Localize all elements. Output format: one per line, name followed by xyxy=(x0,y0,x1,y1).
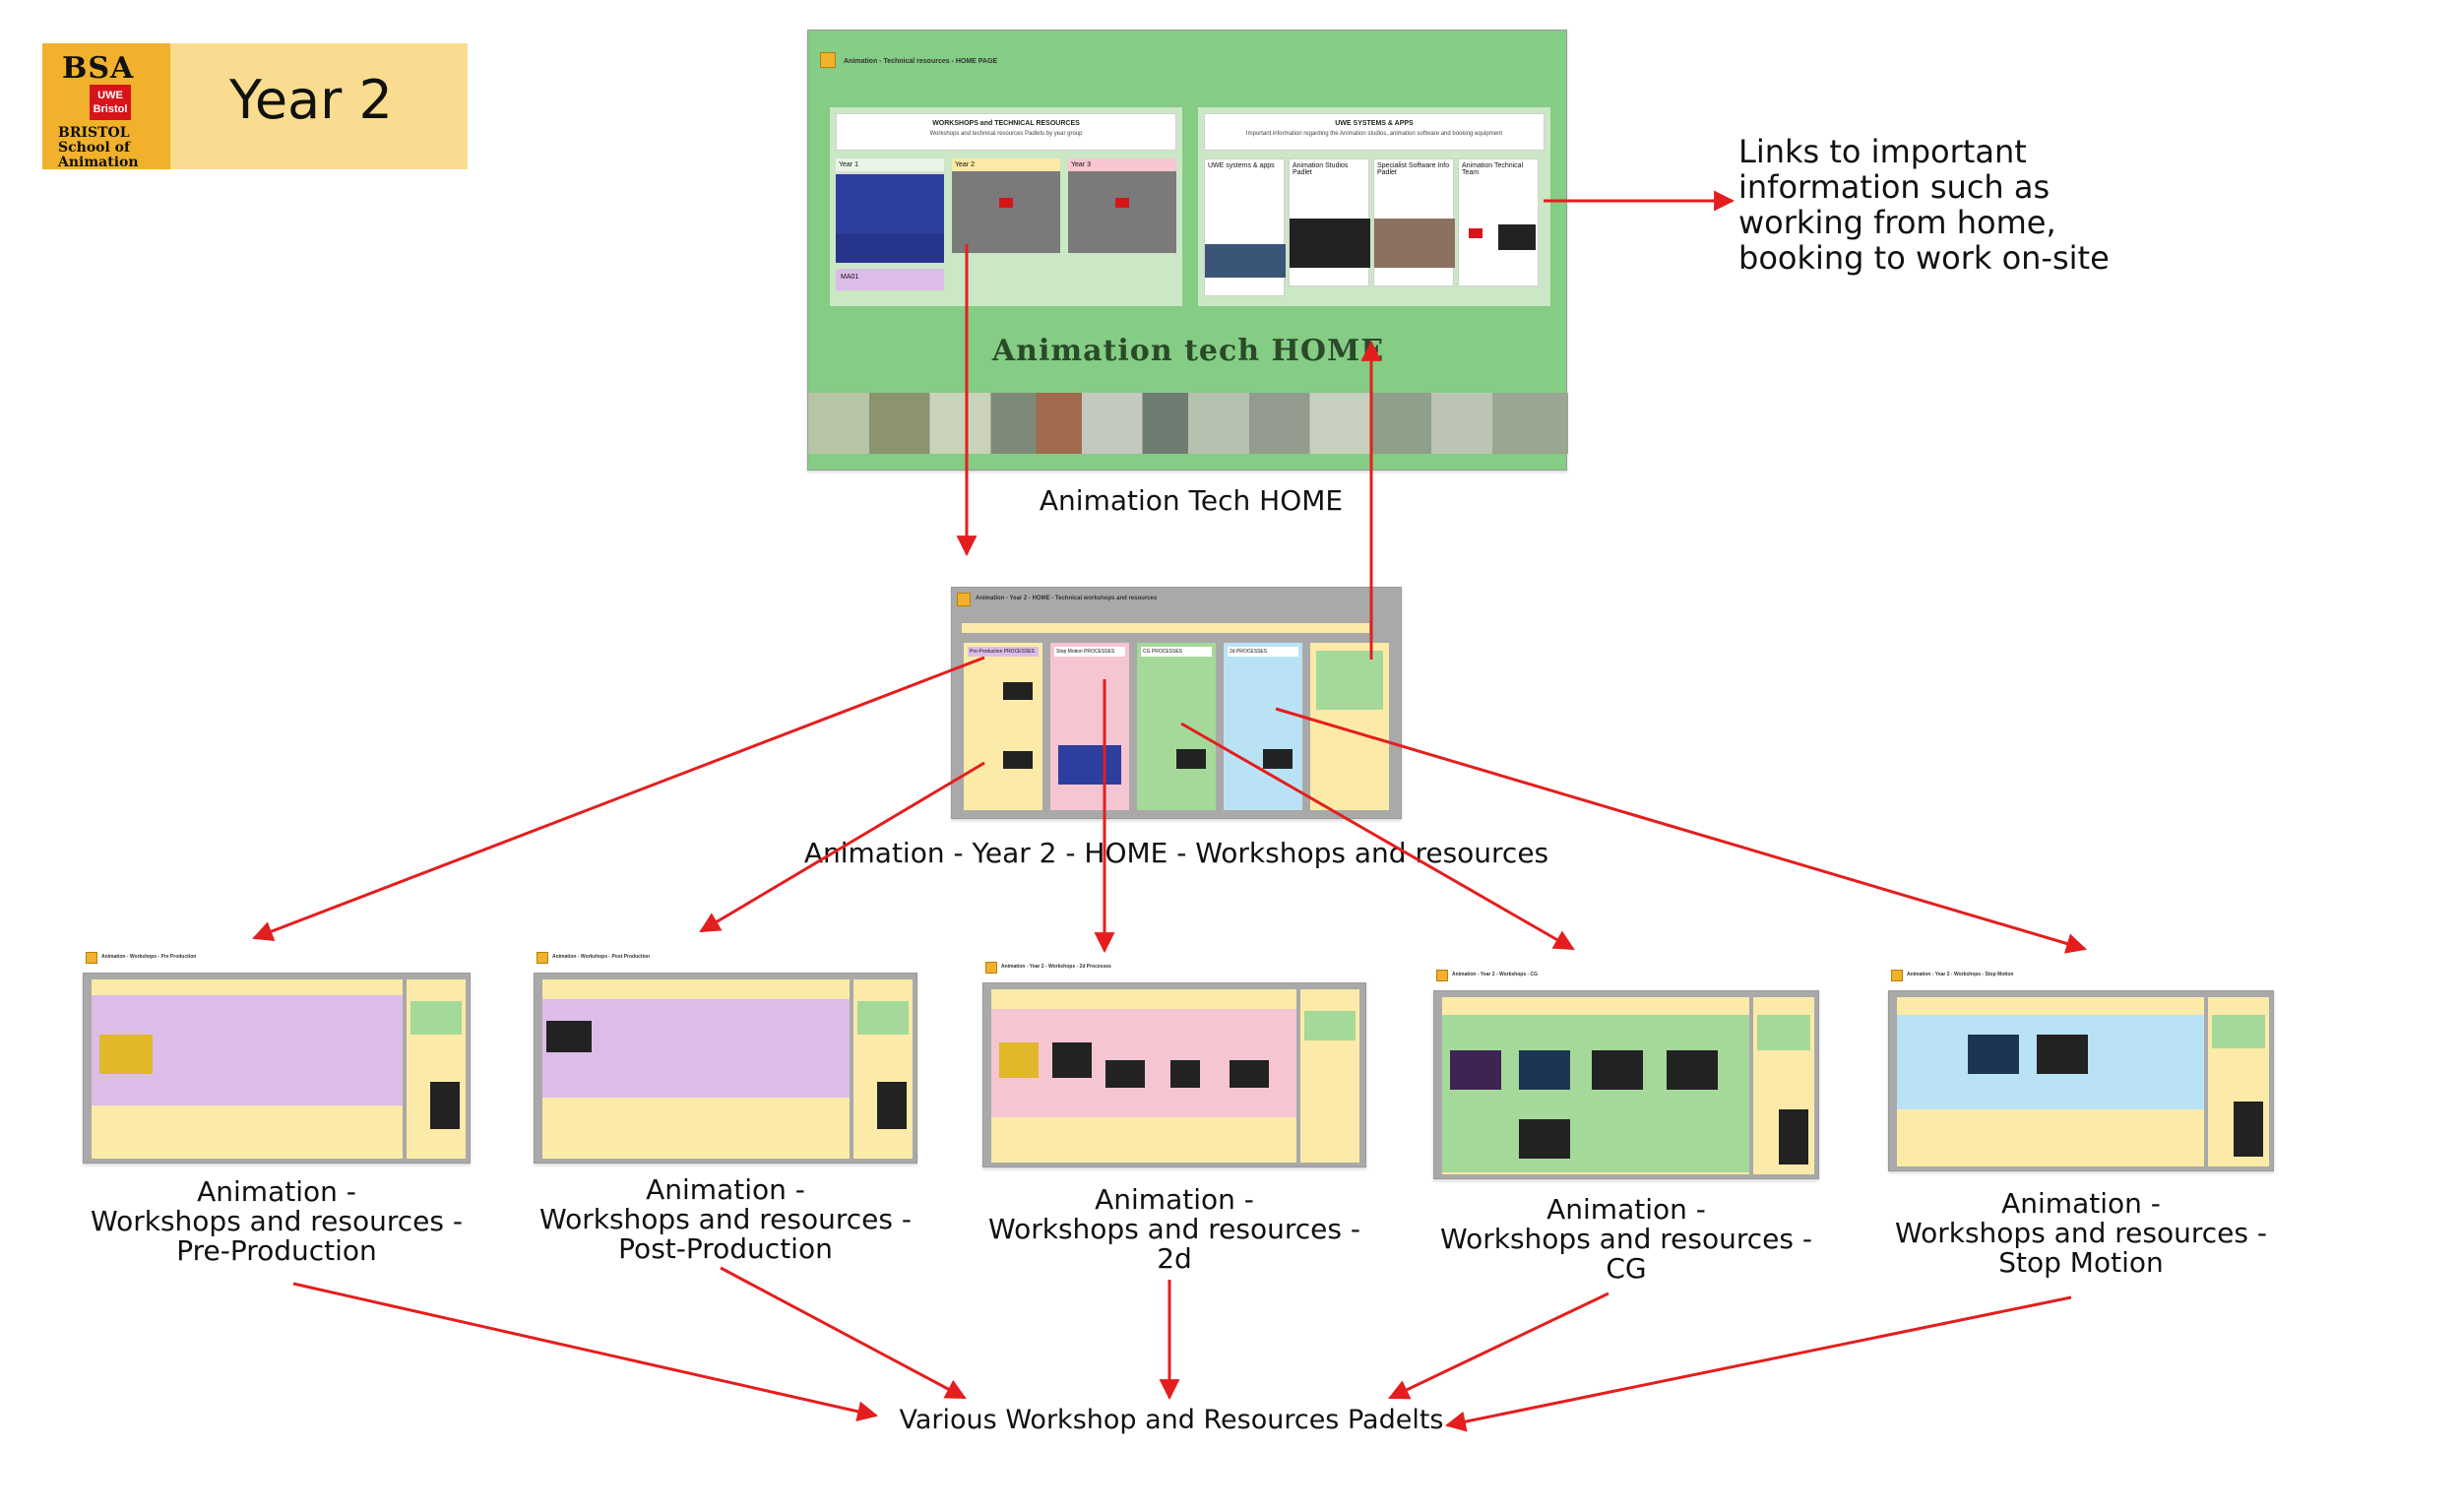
workshop-cg-caption: Animation - Workshops and resources - CG xyxy=(1433,1195,1819,1284)
year2-column-2d: 2d PROCESSES xyxy=(1224,643,1302,810)
home-page-title: Animation - Technical resources - HOME P… xyxy=(844,58,998,65)
home-year3-card[interactable]: Year 3 xyxy=(1068,158,1176,253)
workshop-stop-title: Animation - Year 2 - Workshops - Stop Mo… xyxy=(1907,972,2014,977)
workshop-2d-caption: Animation - Workshops and resources - 2d xyxy=(982,1185,1366,1274)
workshop-post-caption-line-1: Animation - xyxy=(646,1173,805,1206)
workshop-cg-caption-line-3: CG xyxy=(1606,1252,1647,1285)
year2-column-pre-label: Pre-Production PROCESSES xyxy=(968,647,1039,657)
workshop-2d-title: Animation - Year 2 - Workshops - 2d Proc… xyxy=(1001,964,1111,970)
home-year2-card[interactable]: Year 2 xyxy=(952,158,1060,253)
workshop-stop-caption-line-1: Animation - xyxy=(2001,1187,2161,1220)
home-year3-label: Year 3 xyxy=(1068,158,1176,171)
year2-column-pre: Pre-Production PROCESSES xyxy=(964,643,1042,810)
workshop-post-caption-line-2: Workshops and resources - xyxy=(539,1203,912,1235)
home-right-section: UWE SYSTEMS & APPS Important information… xyxy=(1198,107,1550,306)
arrow-pre-to-bottom xyxy=(292,1282,879,1422)
home-year2-label: Year 2 xyxy=(952,158,1060,171)
arrow-year2-to-pre xyxy=(252,656,985,942)
home-right-card-1[interactable]: UWE systems & apps xyxy=(1204,158,1286,296)
workshop-2d-caption-line-3: 2d xyxy=(1157,1242,1192,1275)
home-right-card-2[interactable]: Animation Studios Padlet xyxy=(1289,158,1370,286)
home-left-section: WORKSHOPS and TECHNICAL RESOURCES Worksh… xyxy=(830,107,1182,306)
year2-column-cg-label: CG PROCESSES xyxy=(1141,647,1212,657)
home-ma-label: MA01 xyxy=(841,274,859,281)
logo-bsa-text: BSA xyxy=(62,51,135,86)
workshop-stop-screenshot[interactable]: Animation - Year 2 - Workshops - Stop Mo… xyxy=(1888,970,2274,1171)
workshop-pre-title: Animation - Workshops - Pre Production xyxy=(101,954,197,960)
home-image-strip xyxy=(808,393,1568,454)
home-year1-label: Year 1 xyxy=(836,158,944,171)
year2-caption: Animation - Year 2 - HOME - Workshops an… xyxy=(803,837,1549,869)
workshop-pre-caption-line-3: Pre-Production xyxy=(176,1234,377,1267)
links-note-line-4: booking to work on-site xyxy=(1738,239,2110,277)
workshop-2d-caption-line-2: Workshops and resources - xyxy=(988,1213,1360,1245)
workshop-cg-title: Animation - Year 2 - Workshops - CG xyxy=(1452,972,1539,977)
workshop-stop-caption-line-3: Stop Motion xyxy=(1998,1246,2164,1279)
arrow-stop-to-bottom xyxy=(1444,1295,2072,1432)
year2-column-2d-label: 2d PROCESSES xyxy=(1228,647,1298,657)
workshop-stop-caption: Animation - Workshops and resources - St… xyxy=(1888,1189,2274,1278)
bsa-logo: BSA UWE Bristol BRISTOL School of Animat… xyxy=(42,43,170,170)
home-right-card-4-label: Animation Technical Team xyxy=(1462,162,1524,176)
year2-page-title: Animation - Year 2 - HOME - Technical wo… xyxy=(976,596,1158,601)
workshop-2d-caption-line-1: Animation - xyxy=(1095,1183,1254,1216)
workshop-cg-caption-line-2: Workshops and resources - xyxy=(1440,1223,1812,1255)
workshop-pre-caption-line-2: Workshops and resources - xyxy=(91,1205,463,1237)
home-year1-card[interactable]: Year 1 xyxy=(836,158,944,263)
year-title: Year 2 xyxy=(229,69,393,131)
workshop-2d-screenshot[interactable]: Animation - Year 2 - Workshops - 2d Proc… xyxy=(982,962,1366,1167)
home-ma-card[interactable]: MA01 xyxy=(836,269,944,290)
home-right-card-1-label: UWE systems & apps xyxy=(1208,162,1275,169)
arrow-post-to-bottom xyxy=(720,1266,967,1400)
home-caption: Animation Tech HOME xyxy=(1039,484,1344,517)
links-note-line-2: information such as xyxy=(1738,168,2051,206)
workshop-pre-screenshot[interactable]: Animation - Workshops - Pre Production xyxy=(83,952,471,1164)
home-left-section-sub: Workshops and technical resources Padlet… xyxy=(929,131,1083,137)
arrow-cg-to-bottom xyxy=(1388,1292,1609,1400)
home-right-section-title: UWE SYSTEMS & APPS xyxy=(1335,120,1414,127)
home-screenshot[interactable]: Animation - Technical resources - HOME P… xyxy=(807,30,1568,471)
home-banner: Animation tech HOME xyxy=(991,334,1385,368)
workshop-pre-caption-line-1: Animation - xyxy=(197,1175,356,1208)
logo-uwe-badge: UWE Bristol xyxy=(90,85,131,120)
workshop-post-title: Animation - Workshops - Post Production xyxy=(552,954,651,960)
logo-school-text: BRISTOL School of Animation xyxy=(58,125,139,170)
home-right-card-2-label: Animation Studios Padlet xyxy=(1293,162,1349,176)
workshop-pre-caption: Animation - Workshops and resources - Pr… xyxy=(85,1177,469,1266)
links-note: Links to important information such as w… xyxy=(1738,134,2152,276)
workshop-stop-caption-line-2: Workshops and resources - xyxy=(1895,1217,2267,1249)
home-right-card-4[interactable]: Animation Technical Team xyxy=(1458,158,1539,286)
links-note-line-1: Links to important xyxy=(1738,133,2027,170)
home-right-card-3[interactable]: Specialist Software Info Padlet xyxy=(1373,158,1455,286)
year2-column-stop-label: Stop Motion PROCESSES xyxy=(1054,647,1125,657)
home-left-section-title: WORKSHOPS and TECHNICAL RESOURCES xyxy=(932,120,1080,127)
workshop-cg-caption-line-1: Animation - xyxy=(1546,1193,1706,1226)
workshop-post-caption: Animation - Workshops and resources - Po… xyxy=(534,1175,917,1264)
workshop-cg-screenshot[interactable]: Animation - Year 2 - Workshops - CG xyxy=(1433,970,1819,1179)
bottom-caption: Various Workshop and Resources Padelts xyxy=(899,1405,1444,1435)
home-right-card-3-label: Specialist Software Info Padlet xyxy=(1377,162,1450,176)
workshop-post-caption-line-3: Post-Production xyxy=(618,1232,833,1265)
year2-screenshot[interactable]: Animation - Year 2 - HOME - Technical wo… xyxy=(951,587,1402,819)
home-right-section-sub: Important information regarding the Anim… xyxy=(1245,131,1503,137)
links-note-line-3: working from home, xyxy=(1738,204,2056,241)
year2-column-cg: CG PROCESSES xyxy=(1137,643,1216,810)
year2-column-stop: Stop Motion PROCESSES xyxy=(1050,643,1129,810)
workshop-post-screenshot[interactable]: Animation - Workshops - Post Production xyxy=(534,952,917,1164)
